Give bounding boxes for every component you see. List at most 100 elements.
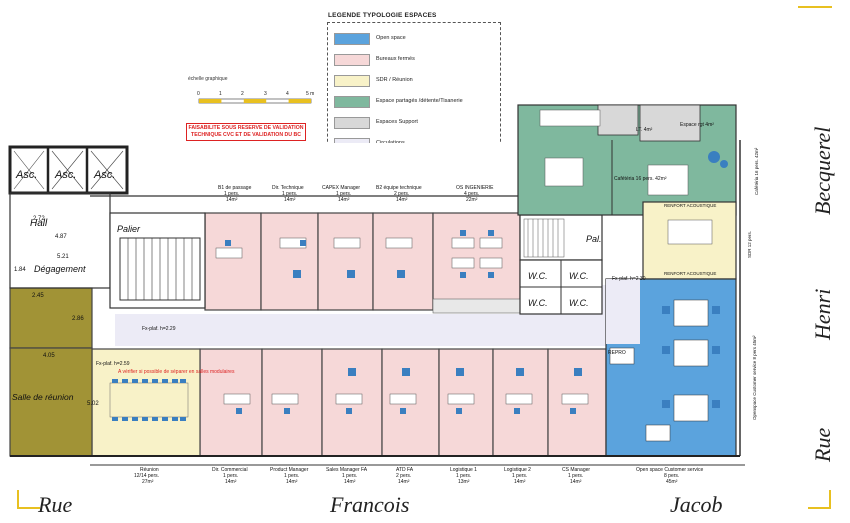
desks	[215, 237, 589, 405]
scale-tick-label: 5 m	[306, 91, 314, 97]
office-name: B1 de passage	[218, 185, 252, 191]
wc-label: W.C.	[569, 298, 589, 308]
pal-label: Pal.	[586, 234, 602, 244]
street-label: Becquerel	[810, 127, 835, 215]
office-area: 14m²	[225, 479, 237, 485]
office-name: OS INGENIERIE	[456, 185, 494, 191]
fx-plaf-label: Fx-plaf. h=2.59	[96, 361, 130, 367]
office-detail: 1 pers.	[223, 473, 238, 479]
espace-rgt-label: Espace rgt 4m²	[680, 122, 714, 128]
meeting-note: A vérifier si possible de séparer en sal…	[118, 369, 235, 375]
open-space-customer-service	[605, 278, 737, 457]
scale-caption: échelle graphique	[188, 76, 228, 82]
room-olive-upper	[9, 287, 93, 349]
cafeteria	[517, 104, 737, 216]
wc-block	[519, 214, 603, 315]
elevator-label: Asc.	[54, 169, 76, 181]
corridor	[115, 314, 640, 346]
stairs-left	[119, 237, 201, 301]
legend-swatch	[334, 33, 370, 45]
office-area: 13m²	[458, 479, 470, 485]
office-detail: 1 pers.	[342, 473, 357, 479]
dimension-label: 1.84	[14, 267, 26, 273]
office-detail: 1 pers.	[224, 191, 239, 197]
office-detail: 1 pers.	[282, 191, 297, 197]
dimension-label: 2.86	[72, 316, 84, 322]
office-detail: 2 pers.	[396, 473, 411, 479]
office-name: B2 équipe technique	[376, 185, 422, 191]
office-name: ATD FA	[396, 467, 414, 473]
office-detail: 12/14 pers.	[134, 473, 159, 479]
legend-swatch	[334, 54, 370, 66]
side-label-openspace: Openspace Customer service 8 pers 45m²	[752, 335, 757, 420]
wc-label: W.C.	[569, 271, 589, 281]
office-area: 45m²	[666, 479, 678, 485]
fx-plaf-label: Fx-plaf. h=2.30	[612, 276, 646, 282]
office-area: 14m²	[344, 479, 356, 485]
office-area: 14m²	[570, 479, 582, 485]
renfort-label: RENFORT ACOUSTIQUE	[664, 271, 716, 276]
office-area: 14m²	[226, 197, 238, 203]
top-offices	[204, 212, 521, 314]
office-detail: 1 pers.	[512, 473, 527, 479]
side-label-cafeteria: Cafétéria 16 pers. 42m²	[754, 147, 759, 195]
office-name: CS Manager	[562, 467, 590, 473]
office-detail: 8 pers.	[664, 473, 679, 479]
legend-swatch	[334, 117, 370, 129]
office-area: 14m²	[398, 479, 410, 485]
palier-label: Palier	[117, 224, 141, 234]
elevator-label: Asc.	[15, 169, 37, 181]
office-area: 14m²	[338, 197, 350, 203]
feasibility-warning: FAISABILITE SOUS RESERVE DE VALIDATION T…	[186, 123, 306, 141]
office-name: Open space Customer service	[636, 467, 703, 473]
office-area: 14m²	[396, 197, 408, 203]
legend-label: Espaces Support	[376, 119, 418, 125]
office-area: 14m²	[284, 197, 296, 203]
office-area: 14m²	[286, 479, 298, 485]
scale-tick-label: 1	[219, 91, 222, 97]
fx-plaf-label: Fx-plaf. h=2.29	[142, 326, 176, 332]
legend-swatch	[334, 75, 370, 87]
dimension-label: 4.05	[43, 353, 55, 359]
repro-label: REPRO	[608, 350, 626, 356]
office-name: Logistique 2	[504, 467, 531, 473]
office-detail: 4 pers.	[464, 191, 479, 197]
dimension-label: 5.02	[87, 401, 99, 407]
elevator-label: Asc.	[93, 169, 115, 181]
office-detail: 1 pers.	[456, 473, 471, 479]
scale-tick-label: 2	[241, 91, 244, 97]
legend-label: Open space	[376, 35, 406, 41]
legend-label: SDR / Réunion	[376, 77, 413, 83]
dimension-label: 2.45	[32, 293, 44, 299]
plan-labels: Asc. Asc. Asc. Hall Palier Dégagement 2.…	[12, 122, 759, 485]
office-name: Dir. Commercial	[212, 467, 248, 473]
legend-title: LEGENDE TYPOLOGIE ESPACES	[328, 12, 437, 19]
cafeteria-label: Cafétéria 16 pers. 42m²	[614, 176, 667, 182]
dimension-label: 4.87	[55, 234, 67, 240]
street-label: Jacob	[670, 492, 723, 517]
office-detail: 1 pers.	[284, 473, 299, 479]
office-detail: 1 pers.	[568, 473, 583, 479]
office-area: 14m²	[514, 479, 526, 485]
office-area: 22m²	[466, 197, 478, 203]
room-olive-lower	[9, 347, 93, 457]
header-accent-bar	[798, 6, 832, 8]
office-name: Product Manager	[270, 467, 309, 473]
wc-label: W.C.	[528, 298, 548, 308]
scale-bar: 0 1 2 3 4 5 m	[197, 91, 314, 104]
legend-label: Bureaux fermés	[376, 56, 415, 62]
street-labels: Rue Francois Jacob Becquerel Henri Rue	[37, 127, 835, 517]
dimension-label: 5.21	[57, 254, 69, 260]
office-name: CAPEX Manager	[322, 185, 360, 191]
meeting-room-label: Salle de réunion	[12, 392, 74, 402]
side-label-sdr: SDR 12 pers.	[747, 231, 752, 258]
scale-tick-label: 0	[197, 91, 200, 97]
lt-label: LT. 4m²	[636, 127, 653, 133]
office-area: 27m²	[142, 479, 154, 485]
office-detail: 2 pers.	[394, 191, 409, 197]
scale-tick-label: 3	[264, 91, 267, 97]
scale-tick-label: 4	[286, 91, 289, 97]
hall-label: Hall	[30, 218, 48, 229]
dimension-label: 2.72	[33, 216, 45, 222]
